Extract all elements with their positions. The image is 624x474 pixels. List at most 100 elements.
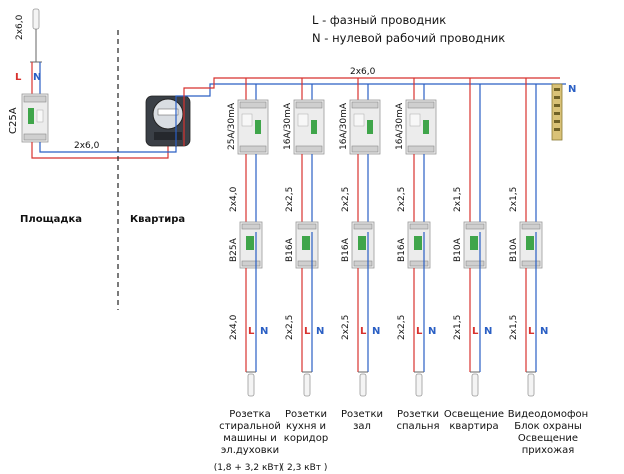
circuit-6-breaker-top-terminal (521, 223, 541, 230)
circuit-1-cable-top-label: 2x4,0 (229, 186, 239, 212)
circuit-6-phase-letter: L (528, 326, 535, 337)
input-neutral-letter: N (33, 72, 41, 83)
circuit-1-rcd-top-terminals (239, 101, 267, 109)
circuit-2-consumer-line-2: кухня и (286, 421, 326, 432)
circuit-1-breaker-lever (246, 236, 254, 250)
circuit-5-breaker-bottom-terminal (465, 260, 485, 267)
circuit-5-consumer-line-2: квартира (449, 421, 498, 432)
neutral-bus-bar (551, 83, 563, 141)
circuit-3-rcd-top-terminals (351, 101, 379, 109)
circuit-4-cable-top-label: 2x2,5 (397, 187, 407, 212)
circuit-2-rcd-top-terminals (295, 101, 323, 109)
circuit-3-cable-top-label: 2x2,5 (341, 187, 351, 212)
zone-apartment: Квартира (130, 214, 185, 225)
circuit-2-breaker-lever (302, 236, 310, 250)
circuit-2-breaker-top-terminal (297, 223, 317, 230)
circuit-4-breaker-label: B16A (397, 237, 407, 262)
circuit-3-consumer-line-1: Розетки (341, 409, 383, 420)
circuit-1-rcd-lever (255, 120, 261, 134)
main-cable-label: 2x6,0 (74, 141, 100, 151)
circuit-3-cable-bottom-label: 2x2,5 (341, 315, 351, 340)
circuit-5-consumer-line-1: Освещение (444, 409, 504, 420)
circuit-3-rcd (349, 99, 381, 155)
circuit-3-rcd-label-plate (353, 113, 365, 127)
circuit-5-phase-letter: L (472, 326, 479, 337)
circuit-4-breaker-lever (414, 236, 422, 250)
circuit-3-breaker-top-terminal (353, 223, 373, 230)
circuit-6-breaker-label: B10A (509, 237, 519, 262)
circuit-1-rcd-label-plate (241, 113, 253, 127)
circuit-1-rcd-bottom-terminals (239, 145, 267, 153)
circuit-4-terminal (415, 373, 423, 397)
input-phase-letter: L (15, 72, 22, 83)
circuit-3-breaker-lever (358, 236, 366, 250)
zone-landing: Площадка (20, 214, 82, 225)
circuit-2-cable-bottom-label: 2x2,5 (285, 315, 295, 340)
circuit-5-terminal (471, 373, 479, 397)
circuit-2-rcd-bottom-terminals (295, 145, 323, 153)
circuit-2-rcd-label: 16A/30mA (283, 102, 293, 150)
circuit-3-neutral-letter: N (372, 326, 380, 337)
input-cable-terminal (30, 8, 42, 63)
circuit-5-cable-top-label: 2x1,5 (453, 187, 463, 212)
circuit-1-power: (1,8 + 3,2 кВт) (214, 463, 283, 473)
legend-neutral: N - нулевой рабочий проводник (312, 31, 505, 45)
circuit-4-phase-letter: L (416, 326, 423, 337)
circuit-1-breaker-bottom-terminal (241, 260, 261, 267)
circuit-4-consumer-line-1: Розетки (397, 409, 439, 420)
circuit-1-consumer-line-3: машины и (223, 433, 276, 444)
circuit-5-neutral-letter: N (484, 326, 492, 337)
circuit-4-breaker-bottom-terminal (409, 260, 429, 267)
circuit-1-terminal (247, 373, 255, 397)
neutral-bus-label: N (568, 84, 576, 95)
circuit-6-consumer-line-3: Освещение (518, 433, 578, 444)
circuit-6-cable-bottom-label: 2x1,5 (509, 315, 519, 340)
circuit-4-breaker-top-terminal (409, 223, 429, 230)
circuit-1-consumer-line-4: эл.духовки (221, 445, 279, 456)
circuit-5-breaker-lever (470, 236, 478, 250)
circuit-2-consumer-line-3: коридор (284, 433, 328, 444)
circuit-4-neutral-letter: N (428, 326, 436, 337)
circuit-1-consumer-line-2: стиральной (219, 421, 281, 432)
circuit-4-rcd-bottom-terminals (407, 145, 435, 153)
circuit-6-breaker-lever (526, 236, 534, 250)
circuit-3-phase-letter: L (360, 326, 367, 337)
circuit-2-rcd-lever (311, 120, 317, 134)
circuit-1-rcd-label: 25A/30mA (227, 102, 237, 150)
circuit-5-breaker-top-terminal (465, 223, 485, 230)
circuit-2-neutral-letter: N (316, 326, 324, 337)
main-breaker-label: C25A (8, 107, 19, 134)
circuit-5-cable-bottom-label: 2x1,5 (453, 315, 463, 340)
circuit-1-breaker-top-terminal (241, 223, 261, 230)
circuit-2-power: ( 2,3 кВт ) (281, 463, 328, 473)
circuit-4-consumer-line-2: спальня (396, 421, 439, 432)
main-breaker (21, 93, 49, 143)
circuit-6-consumer-line-2: Блок охраны (514, 421, 582, 432)
circuit-2-consumer-line-1: Розетки (285, 409, 327, 420)
circuit-5-breaker-label: B10A (453, 237, 463, 262)
circuit-1-cable-bottom-label: 2x4,0 (229, 314, 239, 340)
circuit-4-rcd-lever (423, 120, 429, 134)
circuit-2-rcd (293, 99, 325, 155)
circuit-4-rcd (405, 99, 437, 155)
circuit-4-rcd-label-plate (409, 113, 421, 127)
circuit-3-rcd-label: 16A/30mA (339, 102, 349, 150)
circuit-1-neutral-letter: N (260, 326, 268, 337)
circuit-2-rcd-label-plate (297, 113, 309, 127)
circuit-6-neutral-letter: N (540, 326, 548, 337)
circuit-1-breaker-label: B25A (229, 237, 239, 262)
circuit-1-consumer-line-1: Розетка (229, 409, 271, 420)
circuit-3-breaker-label: B16A (341, 237, 351, 262)
circuit-2-cable-top-label: 2x2,5 (285, 187, 295, 212)
circuit-2-phase-letter: L (304, 326, 311, 337)
circuit-1-phase-letter: L (248, 326, 255, 337)
circuit-2-breaker-bottom-terminal (297, 260, 317, 267)
legend-phase: L - фазный проводник (312, 13, 446, 27)
circuit-6-terminal (527, 373, 535, 397)
circuit-6-cable-top-label: 2x1,5 (509, 187, 519, 212)
circuit-6-consumer-line-4: прихожая (522, 445, 575, 456)
circuit-6-consumer-line-1: Видеодомофон (508, 409, 588, 420)
circuit-4-cable-bottom-label: 2x2,5 (397, 315, 407, 340)
